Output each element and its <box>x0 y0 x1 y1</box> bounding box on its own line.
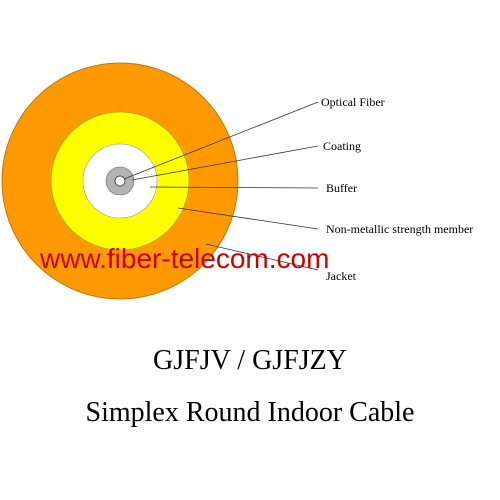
cable-description-title: Simplex Round Indoor Cable <box>85 397 415 428</box>
label-jacket: Jacket <box>326 269 357 283</box>
leader-strength-member <box>177 207 319 230</box>
leader-optical-fiber <box>123 101 319 180</box>
watermark-text: www.fiber-telecom.com <box>40 243 330 274</box>
label-strength-member: Non-metallic strength member <box>326 222 473 236</box>
leader-buffer <box>149 186 319 189</box>
label-buffer: Buffer <box>326 181 357 195</box>
label-coating: Coating <box>323 139 361 153</box>
leader-coating <box>131 145 319 181</box>
model-title: GJFJV / GJFJZY <box>153 345 347 376</box>
optical-fiber-core <box>114 175 126 187</box>
leader-jacket <box>205 243 319 271</box>
label-optical-fiber: Optical Fiber <box>321 95 385 109</box>
